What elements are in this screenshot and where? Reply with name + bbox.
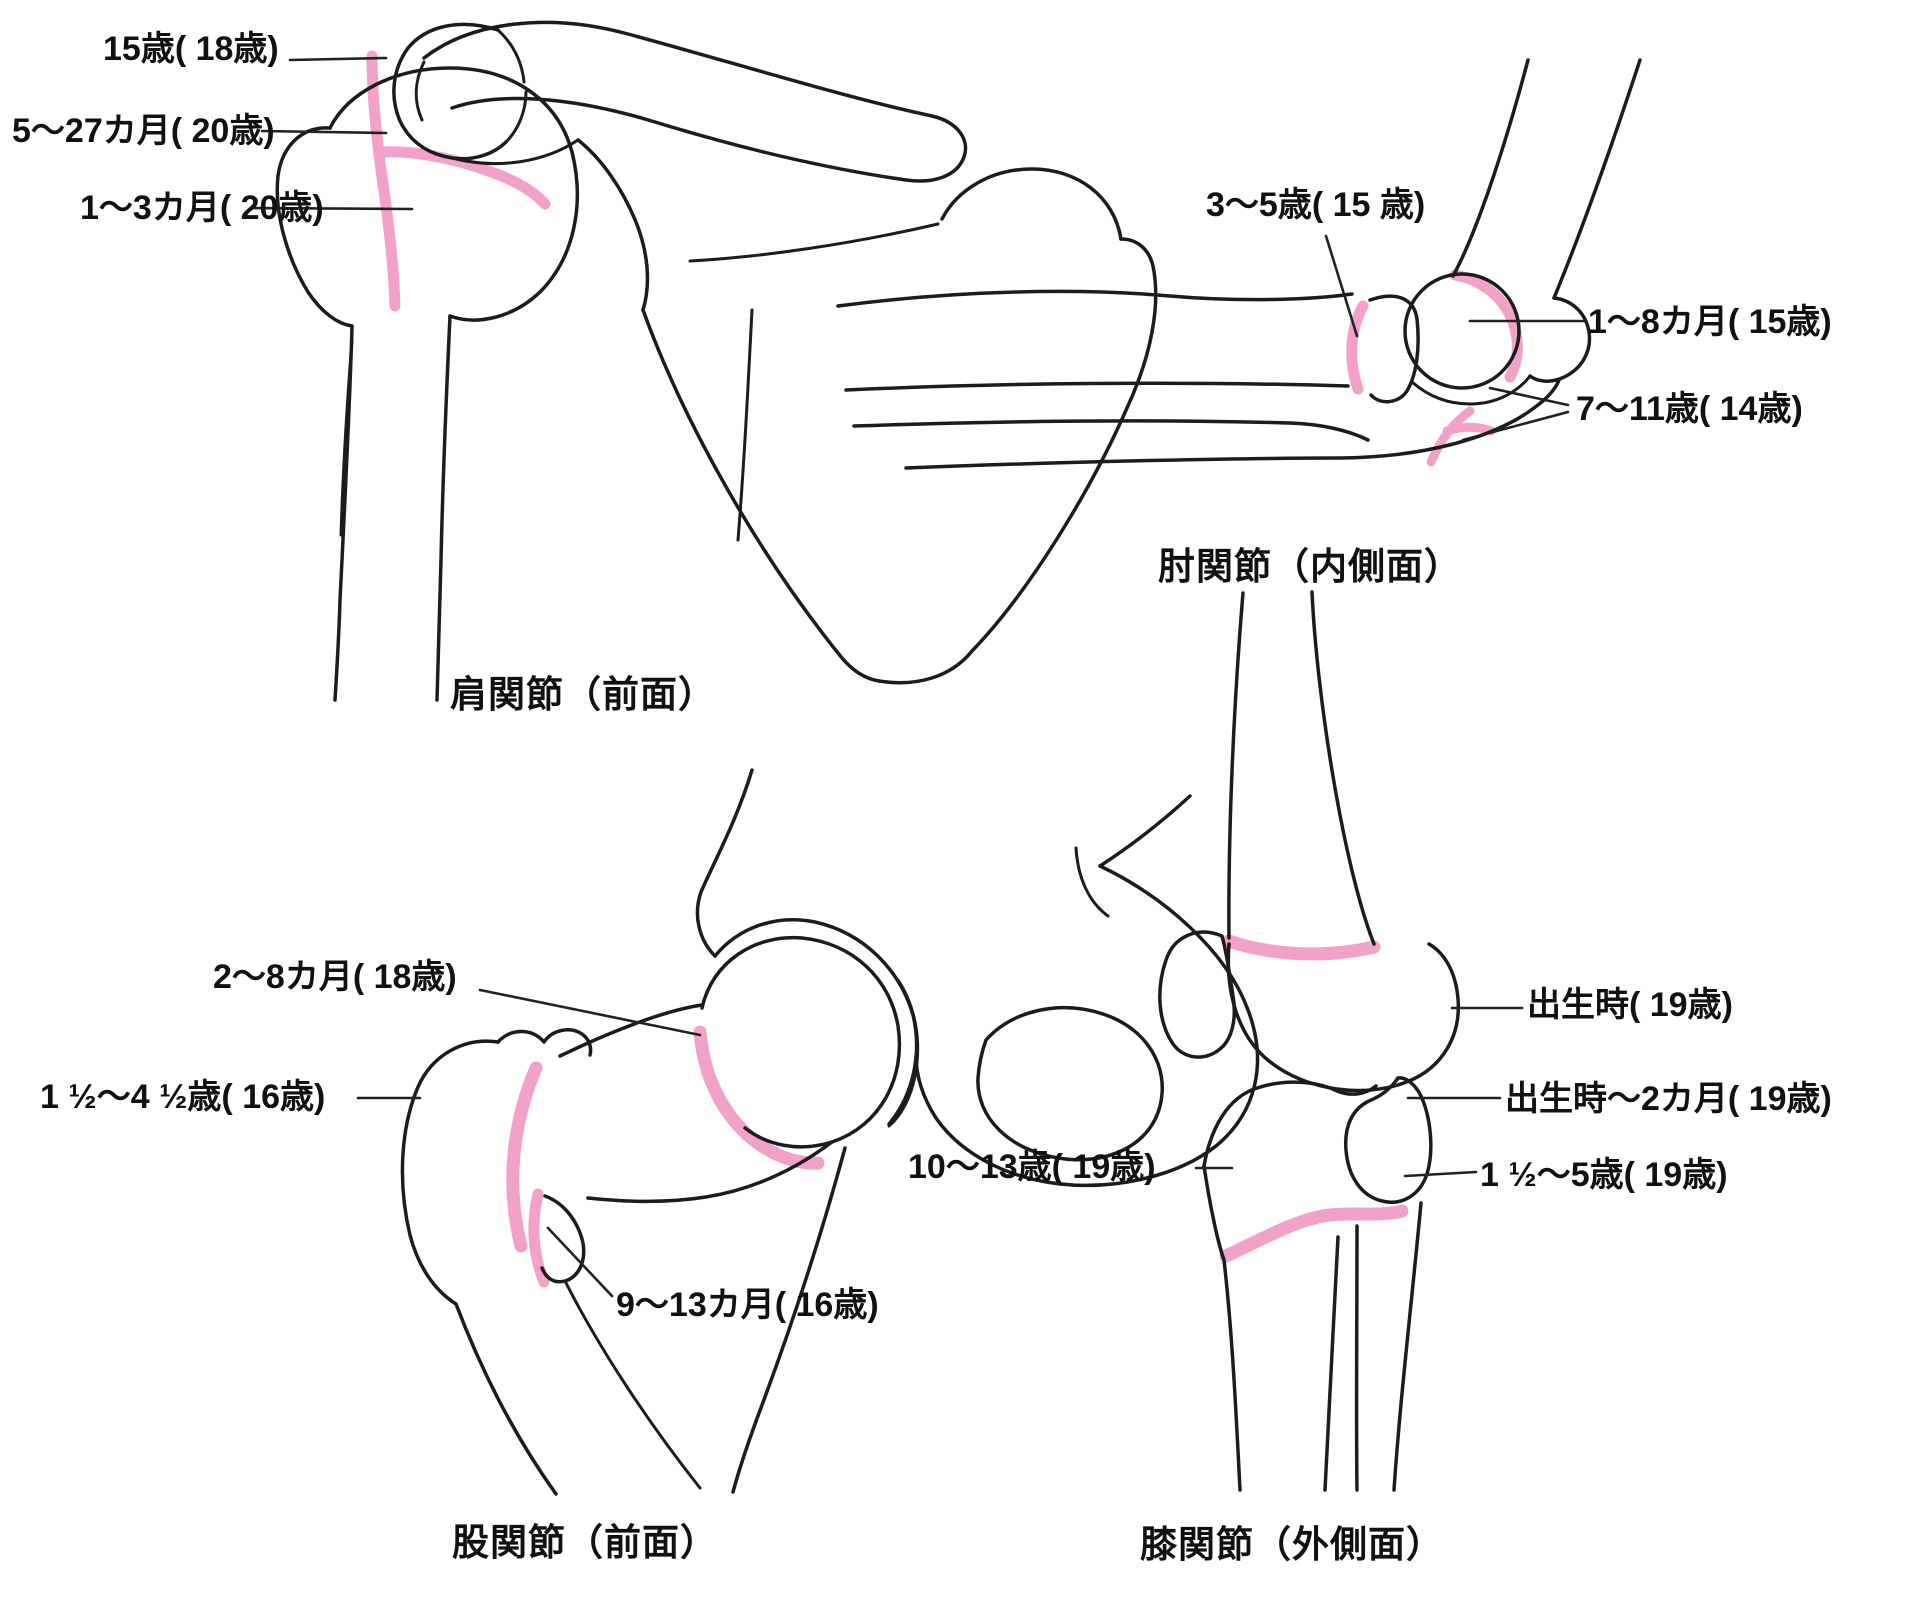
knee-femur-left-edge	[1227, 591, 1245, 940]
radius-top-line	[836, 289, 1354, 308]
tibia-left-edge	[1202, 1164, 1242, 1492]
scapular-spine-line	[688, 222, 940, 263]
shoulder-illustration	[275, 20, 1158, 702]
label-knee-femoral-age: 出生時( 19歳)	[1527, 986, 1733, 1024]
caption-knee: 膝関節（外側面）	[1140, 1524, 1444, 1565]
glenoid-rim	[576, 138, 650, 312]
medial-epicondyle	[1528, 296, 1592, 383]
hip-capital-physis-line	[693, 1025, 825, 1170]
acetabular-rim	[713, 918, 919, 1126]
label-knee-tibia-age: 10〜13歳( 19歳)	[908, 1148, 1156, 1186]
tibial-plateau-line	[1202, 1080, 1378, 1168]
capitulum-ball	[1403, 272, 1521, 390]
humerus-inner-detail	[339, 338, 354, 537]
elbow-capitellar-physis-line	[1449, 269, 1523, 383]
glenoid-neck-line	[450, 138, 580, 166]
knee-distal-femoral-physis-line	[1222, 934, 1381, 961]
scapula-interior-line	[736, 308, 754, 542]
fibular-head-outline	[1343, 1076, 1433, 1204]
caption-shoulder: 肩関節（前面）	[450, 674, 716, 715]
femoral-condyle-outline	[1226, 942, 1461, 1093]
femur-left-edge	[400, 1039, 558, 1496]
greater-trochanter-top	[496, 1028, 593, 1057]
scapula-lateral-border	[641, 308, 881, 683]
pelvis-outer-border	[914, 864, 1260, 1188]
elbow-illustration	[836, 58, 1642, 470]
knee-proximal-tibial-physis-line	[1219, 1204, 1409, 1263]
femoral-neck-bottom-line	[586, 1140, 834, 1203]
pointer-knee-fibular-head	[1403, 1170, 1478, 1178]
shoulder-acromial-physis-line	[366, 50, 401, 312]
femoral-head-outline	[700, 935, 902, 1149]
radius-ulna-mid-line	[844, 381, 1350, 392]
humerus-shaft-left	[275, 126, 354, 702]
hip-lesser-trochanter-physis-line	[528, 1188, 550, 1288]
pointer-elbow-radius	[1324, 234, 1359, 338]
label-elbow-radius-age: 3〜5歳( 15 歳)	[1206, 186, 1426, 224]
acromioclavicular-arc	[496, 28, 528, 144]
olecranon-under-curve	[1410, 374, 1532, 406]
radial-head-epiphysis	[1368, 294, 1420, 404]
label-hip-trochanter-age: 1 ½〜4 ½歳( 16歳)	[40, 1078, 326, 1116]
knee-illustration	[1158, 590, 1461, 1492]
iliac-left-line	[695, 768, 754, 958]
pointer-hip-lesser-trochanter	[546, 1226, 614, 1298]
iliac-notch	[1074, 846, 1110, 918]
caption-elbow: 肘関節（内側面）	[1158, 546, 1462, 587]
label-elbow-olecranon-age: 7〜11歳( 14歳)	[1576, 390, 1803, 428]
elbow-radial-physis-line	[1346, 300, 1369, 395]
label-elbow-capitulum-age: 1〜8カ月( 15歳)	[1588, 303, 1832, 341]
patella-outline	[1158, 930, 1237, 1059]
lesser-trochanter	[540, 1194, 586, 1284]
shoulder-head-physis-line	[376, 146, 551, 210]
acetabulum-inner-arc	[887, 978, 920, 1128]
pointer-shoulder-tubercle	[260, 129, 388, 135]
clavicle-lower-edge	[450, 96, 908, 182]
iliac-right-line	[1098, 794, 1192, 868]
acromion-outline	[392, 22, 508, 161]
label-knee-fibular-age: 1 ½〜5歳( 19歳)	[1480, 1156, 1728, 1194]
femur-inner-line	[563, 1279, 702, 1490]
acromion-inner-line	[414, 60, 426, 122]
pointer-elbow-epicondyle	[1488, 386, 1570, 407]
elbow-humerus-right-edge	[1552, 58, 1642, 300]
tibia-right-edge	[1323, 1235, 1340, 1492]
label-knee-tibial-age: 出生時〜2カ月( 19歳)	[1505, 1080, 1832, 1118]
pointer-hip-head	[478, 988, 702, 1037]
clavicle-end-cap	[904, 114, 968, 183]
pointer-shoulder-acromial	[288, 56, 388, 62]
elbow-olecranon-physis-branch	[1442, 422, 1496, 436]
pointer-elbow-olecranon	[1461, 410, 1570, 442]
label-shoulder-acromial-age: 15歳( 18歳)	[103, 30, 279, 68]
elbow-olecranon-physis-stem	[1426, 406, 1475, 467]
knee-femur-right-edge	[1310, 590, 1376, 946]
ulna-upper-line	[852, 419, 1370, 442]
elbow-humerus-left-edge	[1451, 58, 1530, 278]
pointer-shoulder-head	[250, 206, 414, 211]
femur-right-edge	[731, 1146, 847, 1494]
fibula-right-edge	[1392, 1201, 1423, 1492]
coracoid-hump	[940, 167, 1123, 241]
humerus-shaft-right	[435, 314, 452, 702]
obturator-foramen	[976, 1006, 1164, 1162]
scapula-medial-border	[877, 237, 1158, 685]
label-hip-lesser-age: 9〜13カ月( 16歳)	[616, 1286, 879, 1324]
hip-illustration	[400, 768, 1260, 1496]
clavicle-outline	[422, 20, 934, 118]
label-shoulder-tubercle-age: 5〜27カ月( 20歳)	[12, 112, 275, 150]
label-shoulder-head-age: 1〜3カ月( 20歳)	[80, 189, 324, 227]
caption-hip: 股関節（前面）	[452, 1522, 718, 1563]
hip-trochanteric-physis-line	[506, 1061, 543, 1253]
label-hip-head-age: 2〜8カ月( 18歳)	[213, 958, 457, 996]
pointer-lines	[250, 56, 1586, 1298]
ulna-bottom-line	[904, 378, 1561, 470]
